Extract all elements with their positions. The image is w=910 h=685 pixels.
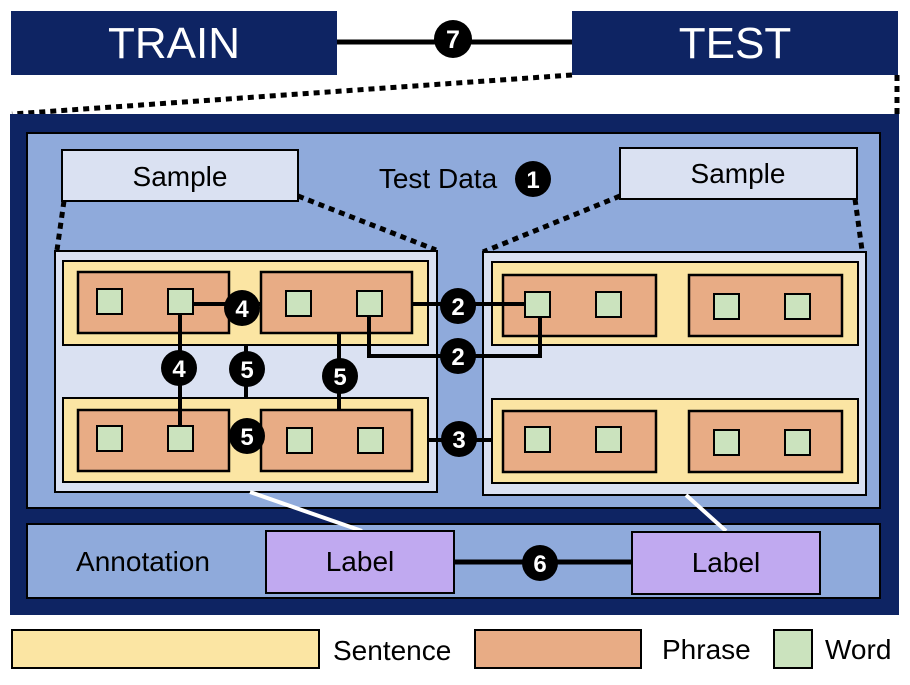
svg-text:7: 7 bbox=[446, 26, 460, 54]
word-lt-1a bbox=[96, 288, 123, 315]
annotation-link-left bbox=[249, 490, 363, 533]
phrase-left-top-2 bbox=[259, 270, 414, 335]
sample-left-zoom-b bbox=[297, 193, 437, 253]
phrase-right-top-2 bbox=[687, 273, 844, 338]
sample-right-zoom-b bbox=[852, 198, 865, 251]
word-lt-2b bbox=[356, 290, 383, 317]
svg-text:2: 2 bbox=[451, 344, 464, 371]
phrase-right-bottom-2 bbox=[687, 409, 844, 474]
marker-4-horizontal: 4 bbox=[224, 290, 260, 326]
sample-left-zoom-a bbox=[54, 200, 67, 251]
label-left: Label bbox=[326, 546, 395, 577]
word-rb-2b bbox=[784, 429, 811, 456]
word-lb-2b bbox=[357, 427, 384, 454]
marker-3: 3 bbox=[441, 421, 477, 457]
test-box: TEST bbox=[572, 11, 898, 75]
sample-right-zoom-a bbox=[482, 193, 621, 255]
word-rb-1a bbox=[524, 426, 551, 453]
svg-text:4: 4 bbox=[172, 356, 186, 383]
legend-sentence-swatch bbox=[11, 629, 320, 669]
marker-4-vertical: 4 bbox=[161, 350, 197, 386]
word-rb-2a bbox=[713, 429, 740, 456]
legend-word-swatch bbox=[773, 629, 813, 669]
marker-6: 6 bbox=[522, 545, 558, 581]
legend-word-label: Word bbox=[825, 634, 891, 665]
sample-box-right: Sample bbox=[619, 147, 858, 200]
svg-text:5: 5 bbox=[333, 364, 346, 391]
sample-label-right: Sample bbox=[691, 158, 786, 189]
label-box-left: Label bbox=[265, 530, 455, 594]
svg-text:5: 5 bbox=[240, 357, 253, 384]
phrase-left-bottom-2 bbox=[259, 408, 414, 473]
marker-5-word-phrase: 5 bbox=[322, 358, 358, 394]
test-data-title: Test Data bbox=[379, 163, 498, 194]
train-label: TRAIN bbox=[108, 19, 240, 68]
word-lb-1b bbox=[167, 425, 194, 452]
legend-sentence-label: Sentence bbox=[333, 635, 451, 666]
legend-phrase-label: Phrase bbox=[662, 634, 751, 665]
svg-text:6: 6 bbox=[533, 551, 546, 578]
word-rt-1b bbox=[595, 291, 622, 318]
word-rt-2b bbox=[784, 293, 811, 320]
marker-5-sentence-middle: 5 bbox=[229, 351, 265, 387]
label-right: Label bbox=[692, 547, 761, 578]
word-rt-2a bbox=[713, 293, 740, 320]
legend: Sentence Phrase Word bbox=[11, 629, 891, 669]
test-label: TEST bbox=[679, 19, 791, 68]
marker-1: 1 bbox=[515, 161, 551, 197]
word-lb-2a bbox=[286, 427, 313, 454]
marker-5-sentence-bottom: 5 bbox=[229, 418, 265, 454]
svg-text:3: 3 bbox=[452, 427, 465, 454]
marker-2-bottom: 2 bbox=[440, 338, 476, 374]
svg-text:4: 4 bbox=[235, 296, 249, 323]
marker-7: 7 bbox=[434, 20, 472, 58]
word-rt-1a bbox=[524, 291, 551, 318]
word-lt-1b bbox=[167, 288, 194, 315]
word-lb-1a bbox=[96, 425, 123, 452]
svg-text:1: 1 bbox=[526, 167, 539, 194]
svg-text:5: 5 bbox=[240, 424, 253, 451]
word-lt-2a bbox=[285, 290, 312, 317]
label-box-right: Label bbox=[631, 531, 821, 595]
sample-label-left: Sample bbox=[133, 161, 228, 192]
zoom-line-left bbox=[11, 72, 573, 117]
legend-phrase-swatch bbox=[474, 629, 642, 669]
word-rb-1b bbox=[595, 426, 622, 453]
annotation-title: Annotation bbox=[76, 546, 210, 577]
train-box: TRAIN bbox=[11, 11, 337, 75]
annotation-link-right bbox=[684, 493, 728, 533]
marker-2-top: 2 bbox=[440, 288, 476, 324]
sample-box-left: Sample bbox=[61, 149, 299, 202]
svg-text:2: 2 bbox=[451, 294, 464, 321]
